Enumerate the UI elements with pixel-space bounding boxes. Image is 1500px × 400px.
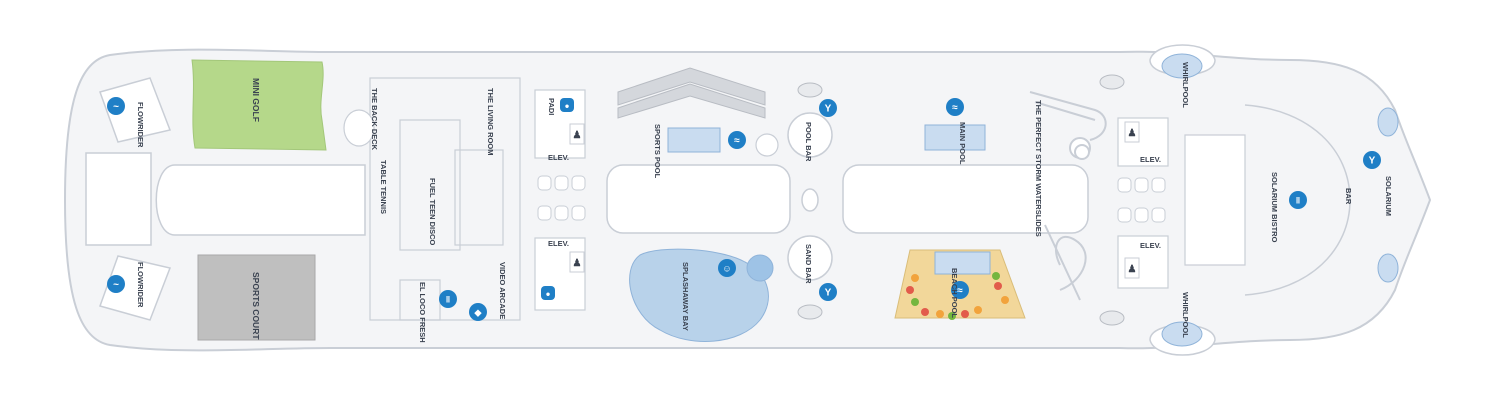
label-table-tennis: TABLE TENNIS: [379, 160, 388, 214]
svg-text:●: ●: [565, 102, 570, 111]
funnel-oval: [801, 188, 819, 212]
sports-pool-canopy: [617, 67, 766, 106]
svg-text:♟: ♟: [573, 130, 582, 141]
label-padi: PADI: [547, 98, 556, 115]
mid-atrium-opening: [606, 164, 791, 234]
main-pool-water: [924, 124, 986, 151]
cocktail-glass-icon: Y: [1363, 151, 1381, 169]
label-video-arcade: VIDEO ARCADE: [498, 262, 507, 319]
label-mini-golf: MINI GOLF: [251, 78, 261, 122]
label-the-back-deck: THE BACK DECK: [370, 88, 379, 151]
aft-seating: [537, 175, 586, 221]
mini-golf-area: [191, 59, 327, 151]
svg-text:~: ~: [113, 102, 119, 113]
label-flowrider-fore: FLOWRIDER: [136, 102, 145, 148]
living-room-block: [454, 149, 504, 246]
person-icon: ♟: [569, 123, 585, 145]
label-flowrider-aft: FLOWRIDER: [136, 262, 145, 308]
beach-umbrellas: [906, 272, 1009, 320]
wave-icon: ≈: [951, 281, 969, 299]
sports-pool-water: [667, 127, 721, 153]
padi-dive-icon: ●: [560, 98, 574, 112]
label-solarium-bistro: SOLARIUM BISTRO: [1270, 172, 1279, 243]
label-pool-bar: POOL BAR: [804, 122, 813, 162]
svg-text:Y: Y: [1369, 156, 1376, 167]
fore-seating: [1117, 177, 1166, 223]
elevator-bank-aft-bottom: [534, 237, 586, 311]
label-beach-pool: BEACH POOL: [950, 268, 959, 318]
svg-text:≈: ≈: [952, 103, 958, 114]
padi-dive-icon: ●: [541, 286, 555, 300]
fork-knife-icon: ǁ: [1289, 191, 1307, 209]
sand-bar-structure: [787, 235, 833, 320]
label-solarium: SOLARIUM: [1384, 176, 1393, 216]
svg-text:☺: ☺: [722, 264, 731, 274]
label-elev-aft-top: ELEV.: [548, 153, 569, 162]
label-whirlpool-top: WHIRLPOOL: [1181, 62, 1190, 108]
arcade-icon: ◆: [469, 303, 487, 321]
person-icon: ♟: [1124, 257, 1140, 279]
whirlpool-bottom: [1149, 321, 1216, 356]
label-el-loco-fresh: EL LOCO FRESH: [418, 282, 427, 343]
back-deck-table: [343, 109, 375, 147]
beach-pool-water: [934, 251, 991, 275]
svg-text:≈: ≈: [734, 136, 740, 147]
cocktail-glass-icon: Y: [819, 99, 837, 117]
fuel-teen-disco-room: [399, 119, 461, 251]
fork-knife-icon: ǁ: [439, 290, 457, 308]
solarium-pool-bottom: [1377, 253, 1399, 283]
label-elev-fore-top: ELEV.: [1140, 155, 1161, 164]
label-elev-fore-bottom: ELEV.: [1140, 241, 1161, 250]
cocktail-glass-icon: Y: [819, 283, 837, 301]
flowrider-aft-pod: ~: [99, 255, 172, 321]
aft-void: [85, 152, 152, 246]
aft-atrium-opening: [155, 164, 366, 236]
label-elev-aft-bottom: ELEV.: [548, 239, 569, 248]
svg-text:◆: ◆: [474, 308, 483, 318]
svg-text:ǁ: ǁ: [446, 295, 450, 305]
fore-atrium-opening: [842, 164, 1089, 234]
label-fuel-teen-disco: FUEL TEEN DISCO: [428, 178, 437, 246]
label-sports-court: SPORTS COURT: [251, 272, 261, 340]
wave-icon: ≈: [728, 131, 746, 149]
label-main-pool: MAIN POOL: [958, 122, 967, 165]
svg-text:Y: Y: [825, 104, 832, 115]
svg-text:≈: ≈: [957, 286, 963, 297]
label-sand-bar: SAND BAR: [804, 244, 813, 284]
pool-bar-structure: [787, 82, 833, 158]
wave-icon: ≈: [946, 98, 964, 116]
svg-text:~: ~: [113, 280, 119, 291]
label-perfect-storm: THE PERFECT STORM WATERSLIDES: [1034, 100, 1043, 237]
svg-text:ǁ: ǁ: [1296, 196, 1300, 206]
flowrider-fore-pod: ~: [99, 77, 172, 143]
perfect-storm-waterslides: [1029, 91, 1107, 301]
solarium-bistro-arc: [1244, 104, 1351, 296]
label-bar: BAR: [1344, 188, 1353, 205]
kids-play-icon: ☺: [718, 259, 736, 277]
teen-zone-outline: [369, 77, 521, 321]
person-icon: ♟: [1124, 121, 1140, 143]
person-icon: ♟: [569, 251, 585, 273]
label-the-living-room: THE LIVING ROOM: [486, 88, 495, 156]
sports-court-area: [197, 254, 316, 341]
whirlpool-top: [1149, 44, 1216, 79]
svg-text:♟: ♟: [1128, 264, 1137, 275]
svg-text:●: ●: [546, 290, 551, 299]
svg-text:♟: ♟: [1128, 128, 1137, 139]
label-splashaway-bay: SPLASHAWAY BAY: [681, 262, 690, 331]
solarium-pool-top: [1377, 107, 1399, 137]
svg-text:♟: ♟: [573, 258, 582, 269]
svg-text:Y: Y: [825, 288, 832, 299]
label-sports-pool: SPORTS POOL: [653, 124, 662, 179]
label-whirlpool-bottom: WHIRLPOOL: [1181, 292, 1190, 338]
